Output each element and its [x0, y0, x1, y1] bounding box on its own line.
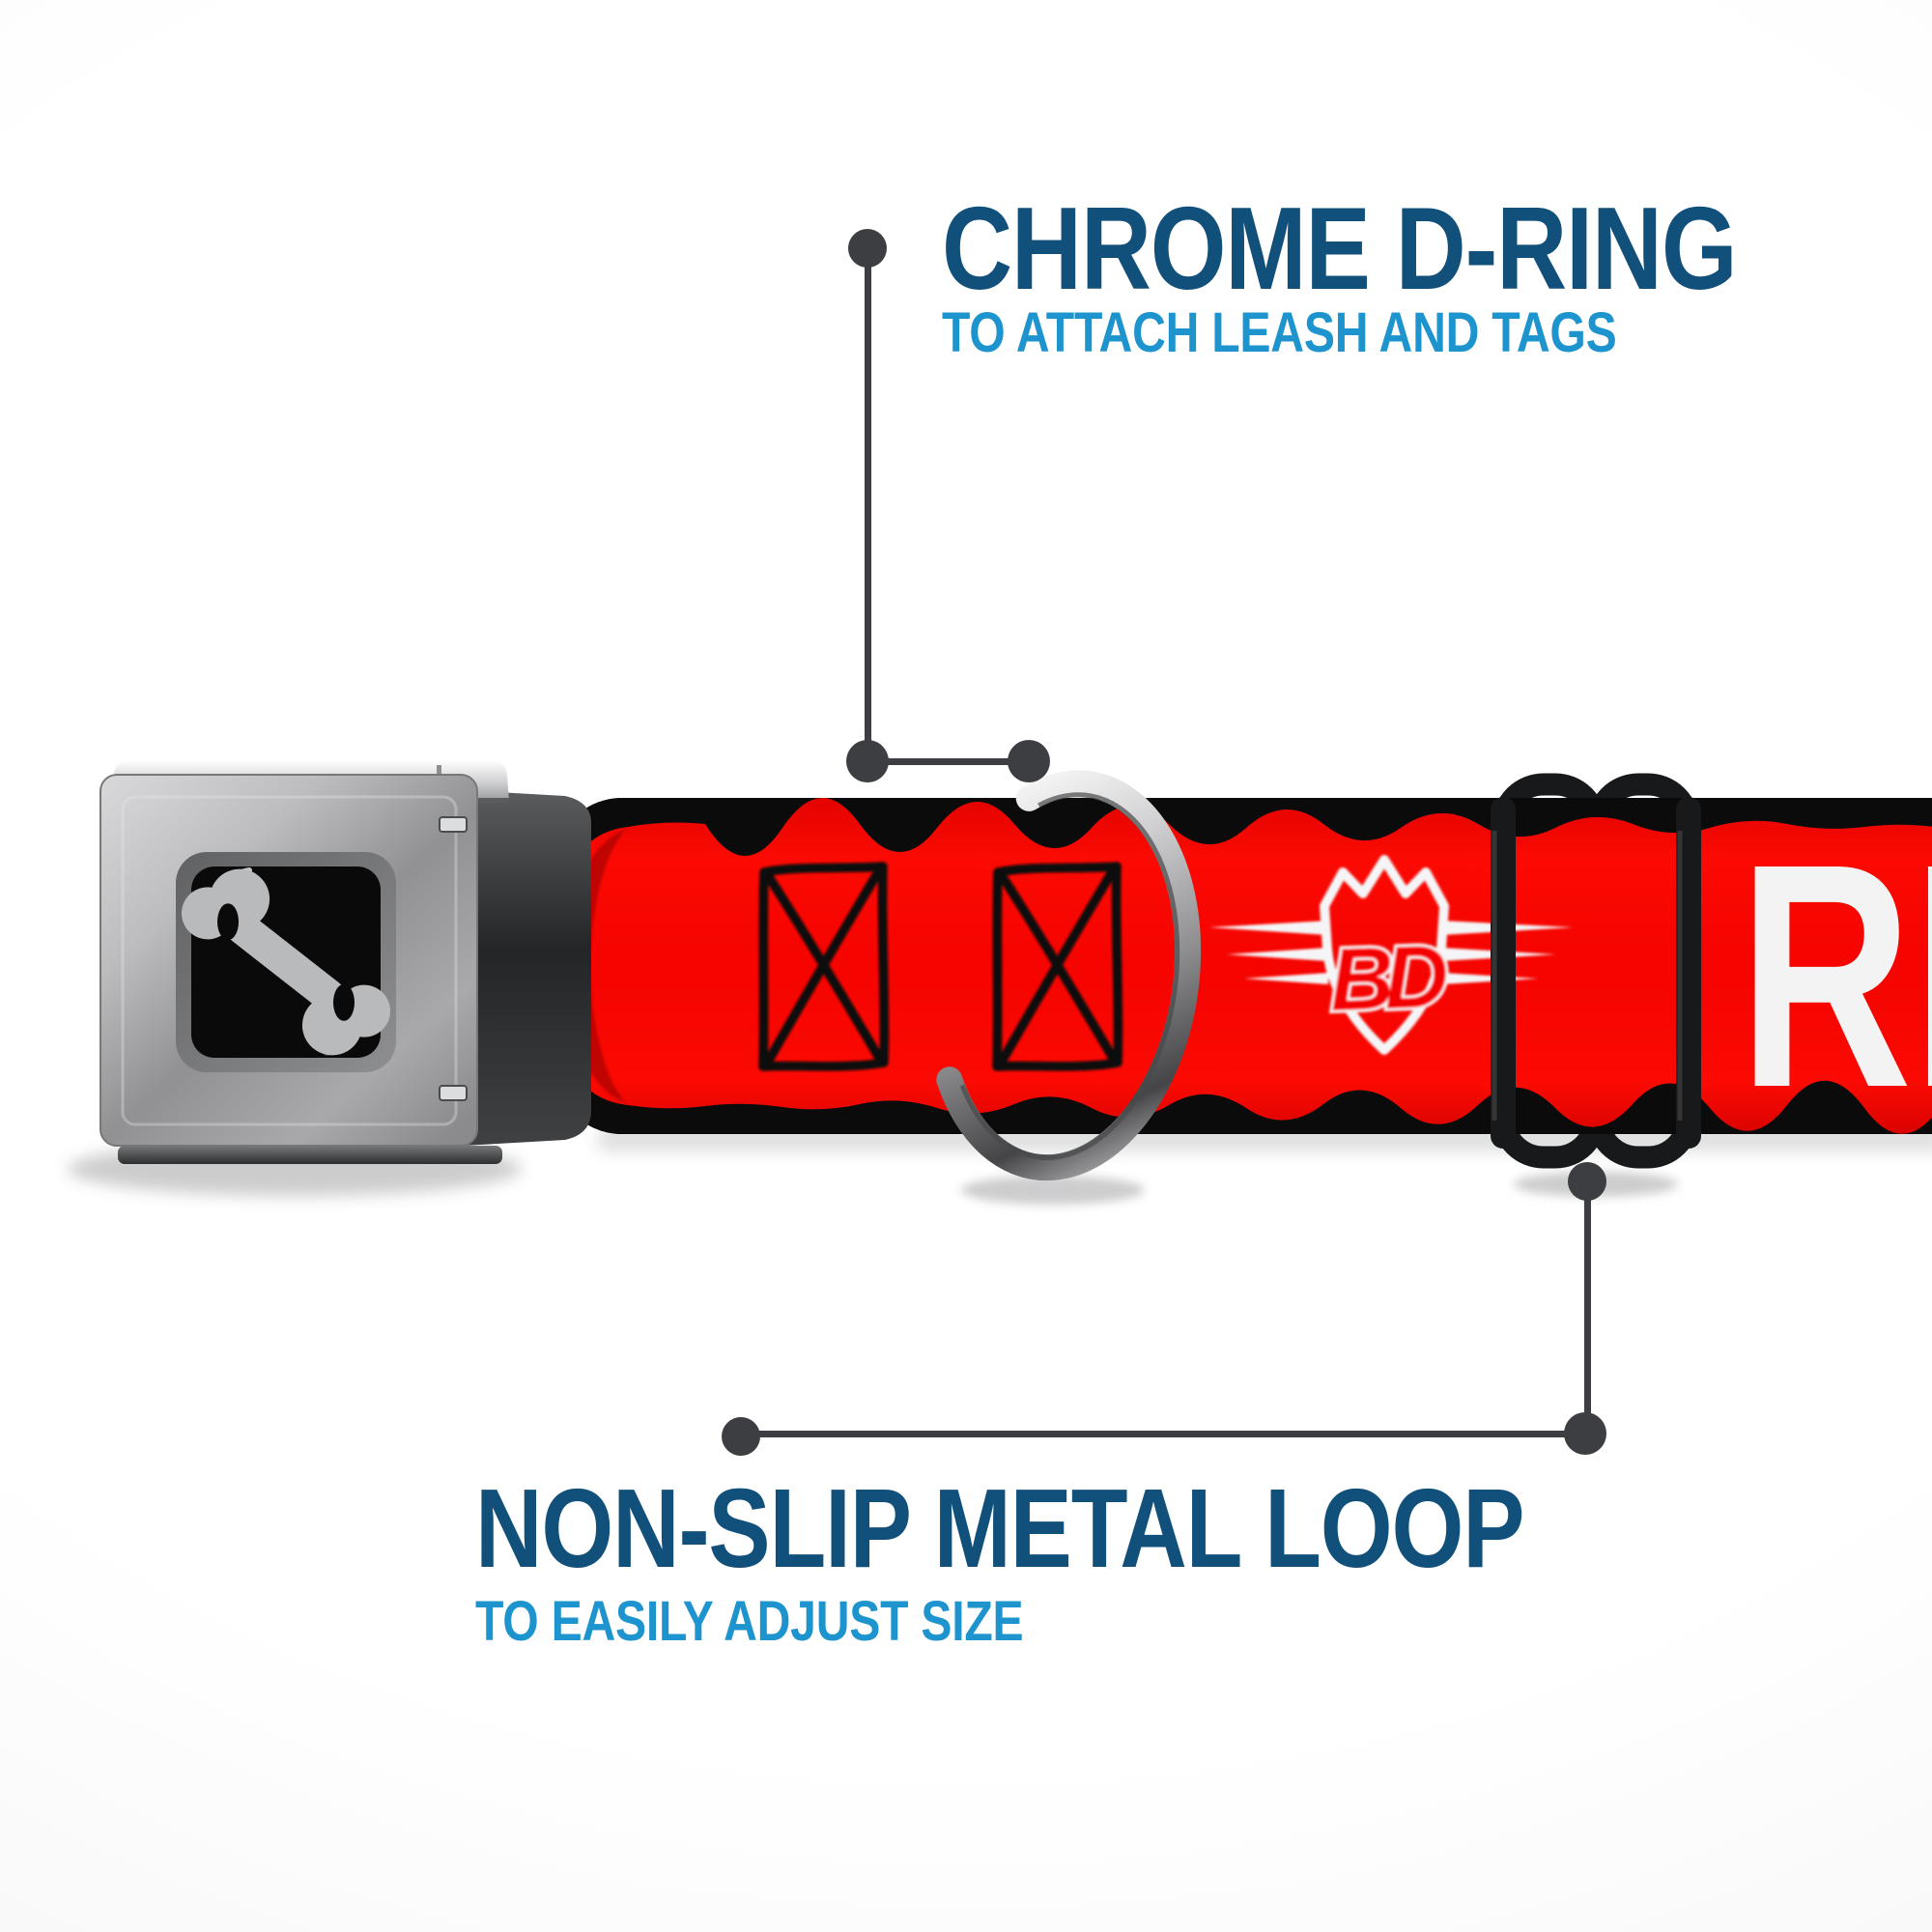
slider-highlight: [1492, 831, 1683, 1121]
collar-strap-red: [549, 798, 1932, 1134]
callout-top-line-vertical: [865, 248, 871, 761]
callout-top-subtitle: TO ATTACH LEASH AND TAGS: [942, 301, 1617, 364]
callout-bottom-line-vertical: [1584, 1181, 1591, 1434]
callout-top-line-horizontal: [867, 758, 1029, 765]
callout-top-dot-target: [1008, 740, 1050, 782]
strap-letters: RE: [1739, 797, 1932, 1153]
slider-loop-front: [1491, 797, 1701, 1149]
dog-bone-icon: [181, 868, 391, 1056]
latch-notch: [439, 1085, 468, 1101]
callout-top-title: CHROME D-RING: [942, 183, 1738, 314]
callout-bottom-subtitle: TO EASILY ADJUST SIZE: [475, 1590, 1024, 1653]
callout-bottom-dot-title: [722, 1417, 760, 1456]
callout-bottom-title: NON-SLIP METAL LOOP: [475, 1465, 1524, 1591]
logo-monogram-text: BD: [1328, 927, 1448, 1030]
callout-bottom-line-horizontal: [741, 1431, 1585, 1437]
latch-notch: [439, 816, 468, 833]
d-ring: [936, 770, 1202, 1181]
seatbelt-buckle: [99, 761, 591, 1164]
stitch-box: [758, 862, 890, 1071]
